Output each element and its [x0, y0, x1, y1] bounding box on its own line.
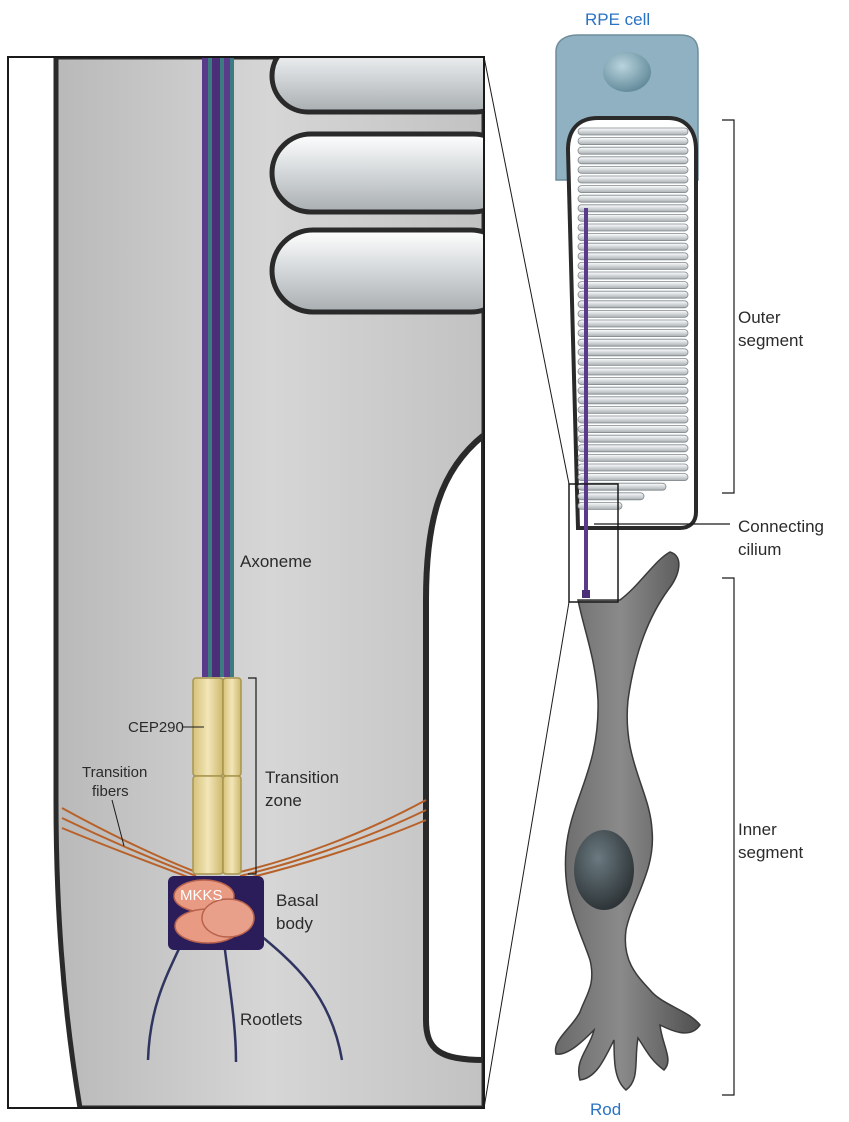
rootlets-label: Rootlets	[240, 1010, 302, 1029]
rod-inner-segment	[555, 552, 700, 1090]
inner-segment-bracket	[722, 578, 734, 1095]
transition-fibers-label-2: fibers	[92, 783, 129, 800]
outer-segment-disc	[578, 464, 688, 471]
outer-segment-disc	[578, 176, 688, 183]
outer-segment-disc	[578, 195, 688, 202]
inset-disc-3	[272, 230, 512, 312]
outer-segment-disc	[578, 128, 688, 135]
outer-segment-disc	[578, 205, 688, 212]
outer-segment-disc	[578, 349, 688, 356]
outer-segment-disc	[578, 387, 688, 394]
basal-body-label-1: Basal	[276, 891, 319, 910]
outer-segment-disc	[578, 301, 688, 308]
outer-segment-disc	[578, 454, 688, 461]
outer-segment-disc	[578, 138, 688, 145]
inset-disc-2	[272, 134, 512, 212]
outer-segment-disc	[578, 291, 688, 298]
zoom-line-bottom	[484, 602, 569, 1108]
cep290-label: CEP290	[128, 719, 184, 736]
basal-body-label-2: body	[276, 914, 313, 933]
transition-fibers-label-1: Transition	[82, 764, 147, 781]
rpe-cell-label: RPE cell	[585, 10, 650, 29]
outer-segment-disc	[578, 243, 688, 250]
inset-cytoplasm	[56, 57, 484, 1108]
outer-segment-disc	[578, 435, 688, 442]
outer-segment-disc	[578, 358, 688, 365]
outer-segment-disc	[578, 262, 688, 269]
rod-nucleus	[574, 830, 634, 910]
connecting-cilium-label-1: Connecting	[738, 517, 824, 536]
outer-segment-disc	[578, 272, 688, 279]
outer-segment-disc	[578, 320, 688, 327]
outer-segment-disc	[578, 378, 688, 385]
outer-segment-disc	[578, 445, 688, 452]
outer-segment-disc	[578, 310, 688, 317]
outer-segment-disc	[578, 282, 688, 289]
axoneme-label: Axoneme	[240, 552, 312, 571]
rod-outer-segment	[568, 118, 696, 598]
outer-segment-disc	[578, 166, 688, 173]
outer-segment-disc	[578, 368, 688, 375]
rpe-nucleus	[603, 52, 651, 92]
outer-segment-label-1: Outer	[738, 308, 781, 327]
outer-segment-disc	[578, 339, 688, 346]
inner-segment-label-2: segment	[738, 843, 803, 862]
axoneme	[202, 57, 234, 677]
transition-zone	[193, 678, 241, 874]
outer-segment-disc	[578, 234, 688, 241]
outer-segment-disc	[578, 330, 688, 337]
outer-segment-disc	[578, 214, 688, 221]
outer-segment-disc	[578, 397, 688, 404]
outer-segment-disc	[578, 186, 688, 193]
zoom-inset-panel	[8, 40, 512, 1108]
outer-segment-basal-body	[582, 590, 590, 598]
outer-segment-disc	[578, 147, 688, 154]
outer-segment-bracket	[722, 120, 734, 493]
outer-segment-label-2: segment	[738, 331, 803, 350]
outer-segment-axoneme	[584, 208, 588, 596]
rod-label: Rod	[590, 1100, 621, 1119]
mkks-label: MKKS	[180, 887, 223, 904]
inset-disc-1	[272, 40, 512, 112]
outer-segment-disc	[578, 406, 688, 413]
outer-segment-disc	[578, 426, 688, 433]
outer-segment-disc	[578, 253, 688, 260]
outer-segment-disc	[578, 416, 688, 423]
transition-zone-label-2: zone	[265, 791, 302, 810]
outer-segment-disc	[578, 474, 688, 481]
inner-segment-label-1: Inner	[738, 820, 777, 839]
transition-zone-label-1: Transition	[265, 768, 339, 787]
outer-segment-disc	[578, 224, 688, 231]
connecting-cilium-label-2: cilium	[738, 540, 781, 559]
basal-body-oval-right	[202, 899, 254, 937]
inset-inner-segment-edge	[426, 435, 484, 1060]
outer-segment-disc	[578, 157, 688, 164]
